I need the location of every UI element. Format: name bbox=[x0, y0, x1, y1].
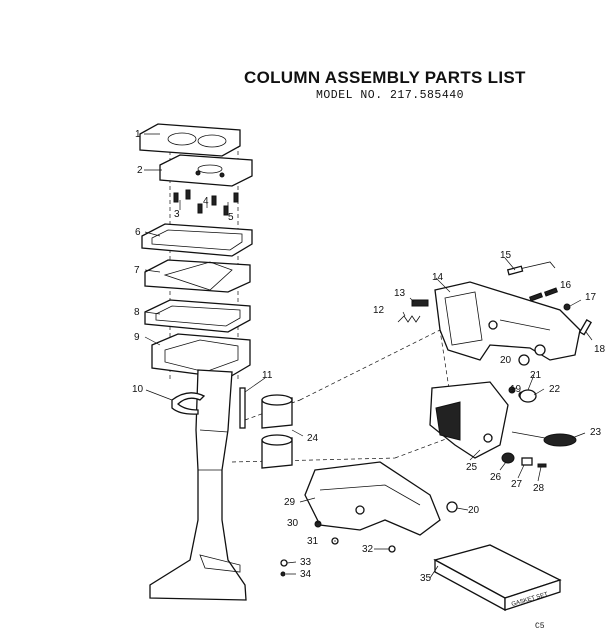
part-35-gasket-set-box: GASKET SET bbox=[433, 544, 562, 612]
part-10-clip bbox=[171, 392, 206, 415]
callout-27: 27 bbox=[511, 479, 523, 490]
callout-30: 30 bbox=[287, 518, 299, 529]
callout-14: 14 bbox=[432, 272, 444, 283]
callout-5: 5 bbox=[228, 212, 234, 223]
callout-10: 10 bbox=[132, 384, 144, 395]
part-2-cover-plate bbox=[159, 154, 253, 187]
part-1-top-gasket bbox=[139, 123, 241, 157]
callout-17: 17 bbox=[585, 292, 597, 303]
callout-11: 11 bbox=[262, 370, 273, 381]
part-9-housing bbox=[151, 333, 251, 379]
callout-22: 22 bbox=[549, 384, 561, 395]
callout-8: 8 bbox=[134, 307, 140, 318]
callout-18: 18 bbox=[594, 344, 606, 355]
part-23-tilt-lever bbox=[511, 431, 577, 447]
callout-20-upper: 20 bbox=[500, 355, 512, 366]
part-15-rod-end bbox=[506, 265, 524, 276]
part-14-swivel-bracket bbox=[434, 281, 581, 361]
parts-19-22-washers bbox=[508, 354, 537, 403]
callout-32: 32 bbox=[362, 544, 374, 555]
callout-13: 13 bbox=[394, 288, 406, 299]
parts-3-4-5-screws bbox=[173, 189, 239, 216]
callout-26: 26 bbox=[490, 472, 502, 483]
callout-19: 19 bbox=[510, 384, 522, 395]
callout-35: 35 bbox=[420, 573, 432, 584]
part-34-screw bbox=[280, 571, 286, 577]
parts-12-13-spring-screw bbox=[397, 299, 429, 323]
callout-9: 9 bbox=[134, 332, 140, 343]
part-6-gasket bbox=[141, 223, 253, 257]
column-driveshaft-housing bbox=[149, 369, 247, 601]
part-24-clamps bbox=[261, 394, 293, 469]
part-30-nut bbox=[314, 520, 322, 528]
callout-29: 29 bbox=[284, 497, 296, 508]
parts-26-27-28-hardware bbox=[501, 452, 547, 468]
callout-12: 12 bbox=[373, 305, 385, 316]
part-7-plate bbox=[144, 259, 251, 293]
callout-2: 2 bbox=[137, 165, 143, 176]
part-15-rod bbox=[514, 261, 556, 271]
callout-24: 24 bbox=[307, 433, 319, 444]
callout-23: 23 bbox=[590, 427, 602, 438]
callout-3: 3 bbox=[174, 209, 180, 220]
callout-31: 31 bbox=[307, 536, 319, 547]
callout-34: 34 bbox=[300, 569, 312, 580]
part-29-lower-cowl bbox=[304, 461, 441, 536]
part-11-bolt bbox=[239, 387, 246, 429]
callout-1: 1 bbox=[135, 129, 141, 140]
callout-16: 16 bbox=[560, 280, 572, 291]
callout-15: 15 bbox=[500, 250, 512, 261]
parts-16-17-18-hardware bbox=[529, 287, 592, 336]
corner-code: C5 bbox=[535, 622, 545, 631]
callout-4: 4 bbox=[203, 196, 209, 207]
callout-6: 6 bbox=[135, 227, 141, 238]
part-8-gasket bbox=[144, 299, 251, 333]
callout-21: 21 bbox=[530, 370, 542, 381]
callout-33: 33 bbox=[300, 557, 312, 568]
diagram-title: COLUMN ASSEMBLY PARTS LIST bbox=[244, 68, 526, 87]
part-20-lower-washer bbox=[446, 501, 458, 513]
part-25-tilt-lock-bracket bbox=[429, 381, 509, 459]
part-33-screw bbox=[280, 559, 288, 567]
callout-20-lower: 20 bbox=[468, 505, 480, 516]
callout-25: 25 bbox=[466, 462, 478, 473]
model-number: MODEL NO. 217.585440 bbox=[316, 89, 465, 102]
callout-28: 28 bbox=[533, 483, 545, 494]
callout-7: 7 bbox=[134, 265, 140, 276]
